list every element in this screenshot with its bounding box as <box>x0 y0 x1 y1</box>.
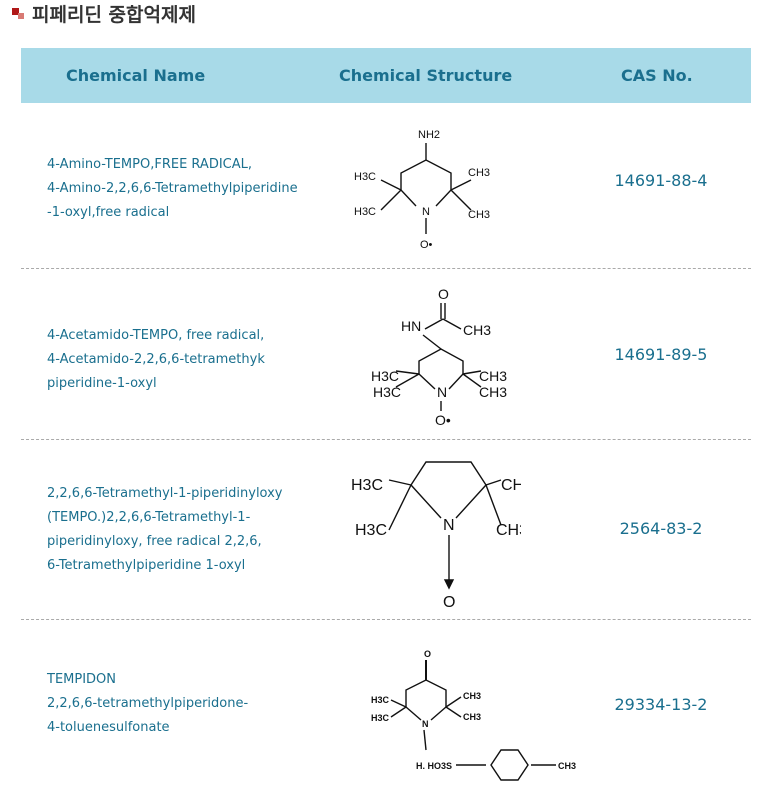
name-line: (TEMPO.)2,2,6,6-Tetramethyl-1- <box>47 510 251 525</box>
chemical-structure-image: H3C H3C CH3 CH3 N O <box>351 461 521 611</box>
atom-label: CH3 <box>468 209 490 221</box>
atom-label: O <box>443 594 455 611</box>
atom-label: N <box>437 384 447 400</box>
atom-label: O• <box>435 412 451 428</box>
name-line: 4-Acetamido-TEMPO, free radical, <box>47 328 265 343</box>
name-line: 4-Acetamido-2,2,6,6-tetramethyk <box>47 352 265 367</box>
table-row: TEMPIDON 2,2,6,6-tetramethylpiperidone- … <box>21 620 751 792</box>
atom-label: CH3 <box>479 368 507 384</box>
atom-label: HN <box>401 318 421 334</box>
atom-label: CH3 <box>501 477 521 494</box>
atom-label: CH3 <box>463 322 491 338</box>
page-title: 피페리딘 중합억제제 <box>10 0 196 26</box>
atom-label: H3C <box>351 477 383 494</box>
chemical-table: Chemical Name Chemical Structure CAS No.… <box>21 48 751 792</box>
name-line: TEMPIDON <box>47 672 117 687</box>
chemical-name: 4-Acetamido-TEMPO, free radical, 4-Aceta… <box>47 324 265 396</box>
chemical-structure-image: O H3C H3C CH3 CH3 N H. HO3S CH3 <box>371 649 576 781</box>
name-line: piperidine-1-oxyl <box>47 376 157 391</box>
table-header: Chemical Name Chemical Structure CAS No. <box>21 48 751 103</box>
name-line: 4-toluenesulfonate <box>47 720 170 735</box>
header-chemical-name: Chemical Name <box>66 66 206 85</box>
name-line: 4-Amino-2,2,6,6-Tetramethylpiperidine <box>47 181 298 196</box>
atom-label: H3C <box>371 695 390 705</box>
chemical-structure-image: NH2 H3C H3C CH3 CH3 N O• <box>354 129 490 251</box>
name-line: -1-oxyl,free radical <box>47 205 170 220</box>
atom-label: H3C <box>354 206 376 218</box>
name-line: 6-Tetramethylpiperidine 1-oxyl <box>47 558 246 573</box>
atom-label: CH3 <box>468 167 490 179</box>
atom-label: N <box>443 517 455 534</box>
cas-number: 2564-83-2 <box>619 519 703 538</box>
atom-label: N <box>422 719 429 729</box>
atom-label: H. HO3S <box>416 761 452 771</box>
name-line: piperidinyloxy, free radical 2,2,6, <box>47 534 262 549</box>
cas-number: 14691-89-5 <box>614 345 708 364</box>
atom-label: O <box>438 286 449 302</box>
chemical-name: 2,2,6,6-Tetramethyl-1-piperidinyloxy (TE… <box>47 482 283 578</box>
atom-label: CH3 <box>496 522 521 539</box>
atom-label: CH3 <box>479 384 507 400</box>
table-row: 2,2,6,6-Tetramethyl-1-piperidinyloxy (TE… <box>21 440 751 620</box>
header-cas-no: CAS No. <box>621 66 693 85</box>
name-line: 2,2,6,6-tetramethylpiperidone- <box>47 696 249 711</box>
chemical-structure-image: O CH3 HN H3C H3C CH3 CH3 N O• <box>371 286 507 428</box>
atom-label: H3C <box>371 713 390 723</box>
atom-label: O• <box>420 239 433 251</box>
bullet-icon <box>10 6 26 20</box>
chemical-name: TEMPIDON 2,2,6,6-tetramethylpiperidone- … <box>47 668 248 740</box>
cas-number: 14691-88-4 <box>614 171 708 190</box>
atom-label: CH3 <box>558 761 576 771</box>
name-line: 4-Amino-TEMPO,FREE RADICAL, <box>47 157 253 172</box>
atom-label: CH3 <box>463 691 481 701</box>
atom-label: H3C <box>371 368 399 384</box>
header-chemical-structure: Chemical Structure <box>339 66 513 85</box>
chemical-name: 4-Amino-TEMPO,FREE RADICAL, 4-Amino-2,2,… <box>47 153 298 225</box>
page-title-text: 피페리딘 중합억제제 <box>32 3 196 26</box>
table-row: 4-Acetamido-TEMPO, free radical, 4-Aceta… <box>21 269 751 440</box>
atom-label: O <box>424 649 431 659</box>
atom-label: NH2 <box>418 129 440 141</box>
atom-label: CH3 <box>463 712 481 722</box>
table-row: 4-Amino-TEMPO,FREE RADICAL, 4-Amino-2,2,… <box>21 103 751 269</box>
atom-label: N <box>422 206 430 218</box>
atom-label: H3C <box>354 171 376 183</box>
name-line: 2,2,6,6-Tetramethyl-1-piperidinyloxy <box>47 486 283 501</box>
atom-label: H3C <box>355 522 387 539</box>
cas-number: 29334-13-2 <box>614 695 708 714</box>
atom-label: H3C <box>373 384 401 400</box>
